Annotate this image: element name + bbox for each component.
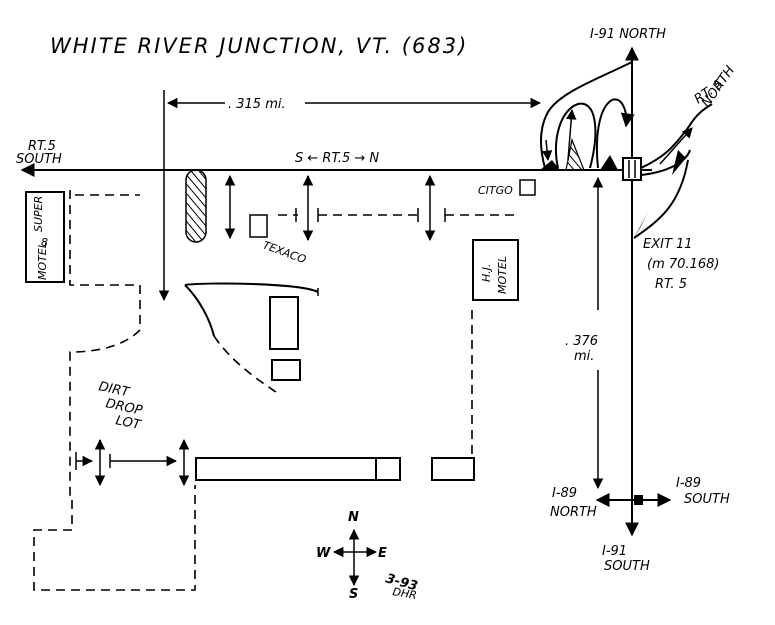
curb-island-left xyxy=(184,284,215,337)
dirt-lot-outline xyxy=(69,329,141,500)
building-bottom-3 xyxy=(431,457,475,481)
citgo-building xyxy=(519,179,536,196)
rt5-north-branch xyxy=(640,103,713,169)
i91-north-label: I-91 NORTH xyxy=(590,27,666,42)
hj-motel xyxy=(472,239,519,301)
bridge-marker xyxy=(622,157,642,181)
super8-motel xyxy=(25,191,65,283)
compass-north: N xyxy=(348,510,359,525)
citgo-label: CITGO xyxy=(478,184,513,197)
ramp-loop-north xyxy=(595,98,635,169)
compass-south: S xyxy=(349,587,358,602)
ramp-arrow-2 xyxy=(566,108,577,161)
distance-376-label: . 376 xyxy=(565,334,598,349)
exit-ramp xyxy=(633,159,689,239)
distance-376-unit: mi. xyxy=(574,349,594,364)
rt5-south-label-1: RT.5 xyxy=(28,139,56,154)
super8-lot-outline xyxy=(69,190,141,330)
i89-north-label-1: I-89 xyxy=(552,486,577,501)
compass-east: E xyxy=(378,546,387,561)
ramp-gore xyxy=(565,137,585,171)
texaco-building xyxy=(249,214,268,238)
ramp-gore-west xyxy=(540,160,560,170)
super8-label-2: 8 xyxy=(41,236,48,249)
dirt-lot-label-1: DIRT xyxy=(97,379,131,400)
curb-island-dash xyxy=(213,335,277,393)
author-label: DHR xyxy=(391,585,417,602)
rt5-gore xyxy=(672,150,686,175)
building-bottom-2 xyxy=(375,457,401,481)
building-pump-island xyxy=(269,296,299,350)
building-bottom-1 xyxy=(195,457,377,481)
rt5-direction-label: S ← RT.5 → N xyxy=(295,151,379,166)
i89-junction-marker xyxy=(634,495,643,505)
exit-label-3: RT. 5 xyxy=(655,277,687,292)
i89-north-label-2: NORTH xyxy=(550,505,597,520)
i91-south-label-1: I-91 xyxy=(602,544,627,559)
exit-label-1: EXIT 11 xyxy=(643,237,693,252)
rt5-north-ramp xyxy=(640,149,691,176)
super8-label-1: SUPER xyxy=(32,196,45,232)
ramp-arrow-1 xyxy=(541,139,553,162)
hj-label-2: MOTEL xyxy=(496,256,509,294)
dirt-lot-label-3: LOT xyxy=(114,413,143,433)
texaco-label: TEXACO xyxy=(261,239,308,267)
median-hatched xyxy=(185,169,207,243)
exit-ramp-gore xyxy=(634,212,648,238)
rt5-south-label-2: SOUTH xyxy=(16,152,62,167)
ramp-gore-east xyxy=(600,155,618,170)
building-kiosk xyxy=(271,359,301,381)
curb-island-top xyxy=(184,282,319,293)
i89-south-label-2: SOUTH xyxy=(684,492,730,507)
exit-label-2: (m 70.168) xyxy=(647,257,719,272)
i91-south-label-2: SOUTH xyxy=(604,559,650,574)
hj-label-1: H.J. xyxy=(480,263,493,282)
compass-west: W xyxy=(316,546,331,561)
ramp-loop-inner xyxy=(555,102,597,169)
i89-south-label-1: I-89 xyxy=(676,476,701,491)
rt5-north-arrow xyxy=(659,127,693,165)
ramp-loop-outer xyxy=(539,61,633,169)
distance-315-label: . 315 mi. xyxy=(228,97,286,112)
super8-label-3: MOTEL xyxy=(36,242,49,280)
dirt-lot-bottom xyxy=(33,485,196,591)
map-title: WHITE RIVER JUNCTION, VT. (683) xyxy=(50,34,468,58)
